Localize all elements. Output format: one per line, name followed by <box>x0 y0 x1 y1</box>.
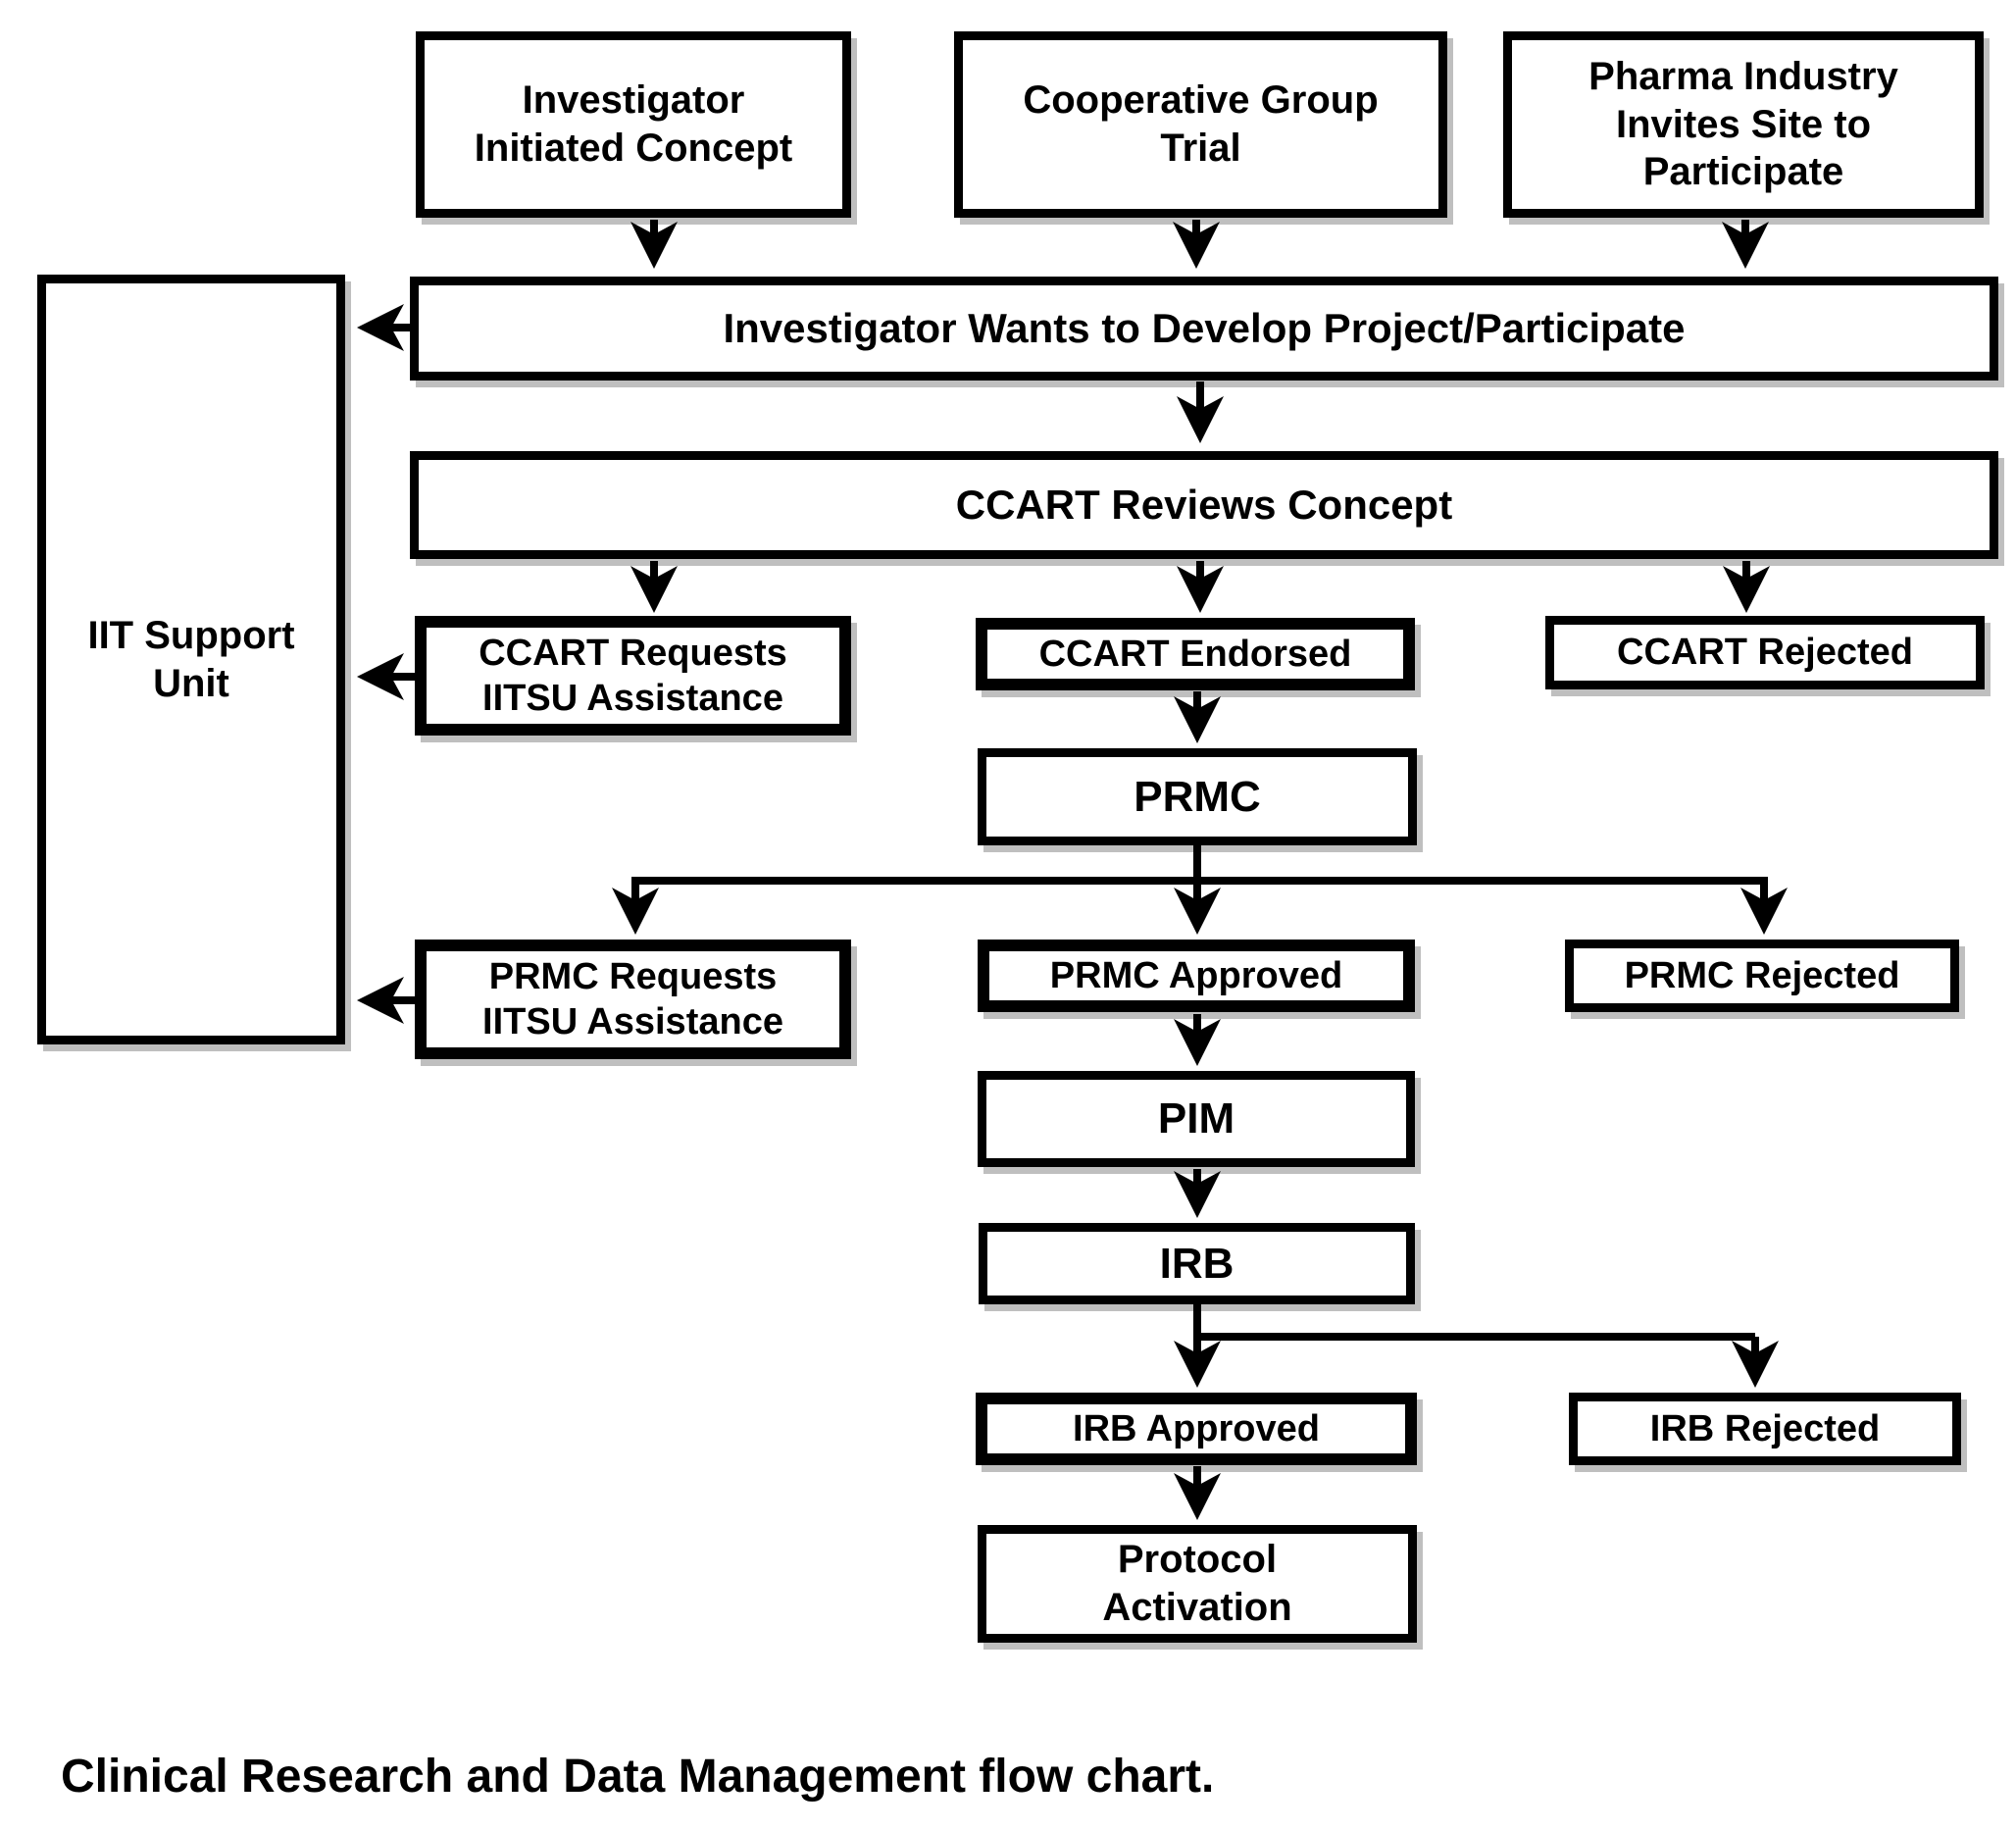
node-pharma-industry-invites: Pharma Industry Invites Site to Particip… <box>1503 31 1984 218</box>
node-ccart-endorsed: CCART Endorsed <box>976 618 1415 690</box>
figure-caption: Clinical Research and Data Management fl… <box>61 1751 1215 1803</box>
node-investigator-wants-to-develop: Investigator Wants to Develop Project/Pa… <box>410 277 1998 381</box>
node-prmc-requests-iitsu: PRMC Requests IITSU Assistance <box>415 940 851 1059</box>
node-cooperative-group-trial: Cooperative Group Trial <box>954 31 1447 218</box>
node-ccart-rejected: CCART Rejected <box>1545 616 1985 689</box>
node-irb-rejected: IRB Rejected <box>1569 1393 1961 1465</box>
node-iit-support-unit: IIT Support Unit <box>37 275 345 1044</box>
node-prmc: PRMC <box>978 748 1417 845</box>
node-investigator-initiated-concept: Investigator Initiated Concept <box>416 31 851 218</box>
node-protocol-activation: Protocol Activation <box>978 1525 1417 1643</box>
node-prmc-rejected: PRMC Rejected <box>1565 940 1959 1012</box>
node-ccart-reviews-concept: CCART Reviews Concept <box>410 451 1998 559</box>
node-irb-approved: IRB Approved <box>976 1393 1417 1465</box>
node-irb: IRB <box>979 1223 1415 1304</box>
node-prmc-approved: PRMC Approved <box>978 940 1415 1012</box>
node-ccart-requests-iitsu: CCART Requests IITSU Assistance <box>415 616 851 736</box>
node-pim: PIM <box>978 1071 1415 1167</box>
